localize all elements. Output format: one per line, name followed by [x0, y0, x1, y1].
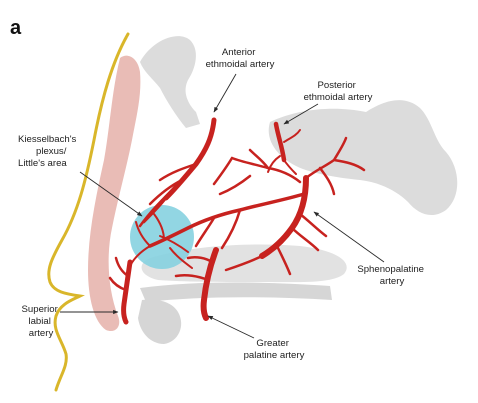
frontal-bone-shape	[140, 36, 200, 128]
labels: Anterior ethmoidal artery Posterior ethm…	[18, 47, 426, 361]
sphenopalatine-upper-branch	[212, 136, 366, 196]
sphenopalatine-artery	[259, 175, 309, 259]
anterior-ethmoidal-leader	[213, 73, 237, 113]
posterior-ethmoidal-artery	[273, 121, 287, 163]
plexus-vessels	[129, 213, 193, 269]
superior-labial-branch	[108, 256, 130, 292]
sphenopalatine-septal-branch	[148, 192, 306, 248]
nasal-bones-and-turbinates	[138, 36, 458, 344]
external-nose-outline	[47, 32, 130, 392]
posterior-ethmoidal-label: Posterior ethmoidal artery	[304, 80, 373, 103]
greater-palatine-label: Greater palatine artery	[244, 338, 305, 361]
premaxilla-shape	[138, 299, 182, 344]
anterior-ethmoidal-branch	[138, 162, 198, 228]
greater-palatine-leader	[207, 315, 255, 339]
posterior-ethmoidal-branch	[267, 129, 301, 175]
kiesselbach-label: Kiesselbach's plexus/ Little's area	[18, 134, 79, 169]
greater-palatine-artery	[200, 247, 219, 321]
anterior-ethmoidal-label: Anterior ethmoidal artery	[206, 47, 275, 70]
sphenopalatine-leader	[313, 211, 385, 263]
hard-palate-shape	[140, 282, 332, 302]
sphenoid-shape	[268, 100, 458, 216]
sphenopalatine-lower-branch	[194, 208, 328, 276]
superior-labial-artery	[121, 259, 133, 325]
panel-letter: a	[10, 17, 22, 39]
posterior-ethmoidal-leader	[283, 103, 319, 125]
sphenopalatine-label: Sphenopalatine artery	[357, 264, 426, 287]
kiesselbach-leader	[79, 171, 143, 217]
superior-labial-label: Superior labial artery	[22, 304, 61, 339]
leader-lines	[60, 73, 385, 339]
arterial-network	[108, 117, 366, 325]
septal-cartilage-shape	[88, 55, 141, 332]
greater-palatine-branch	[174, 255, 214, 282]
